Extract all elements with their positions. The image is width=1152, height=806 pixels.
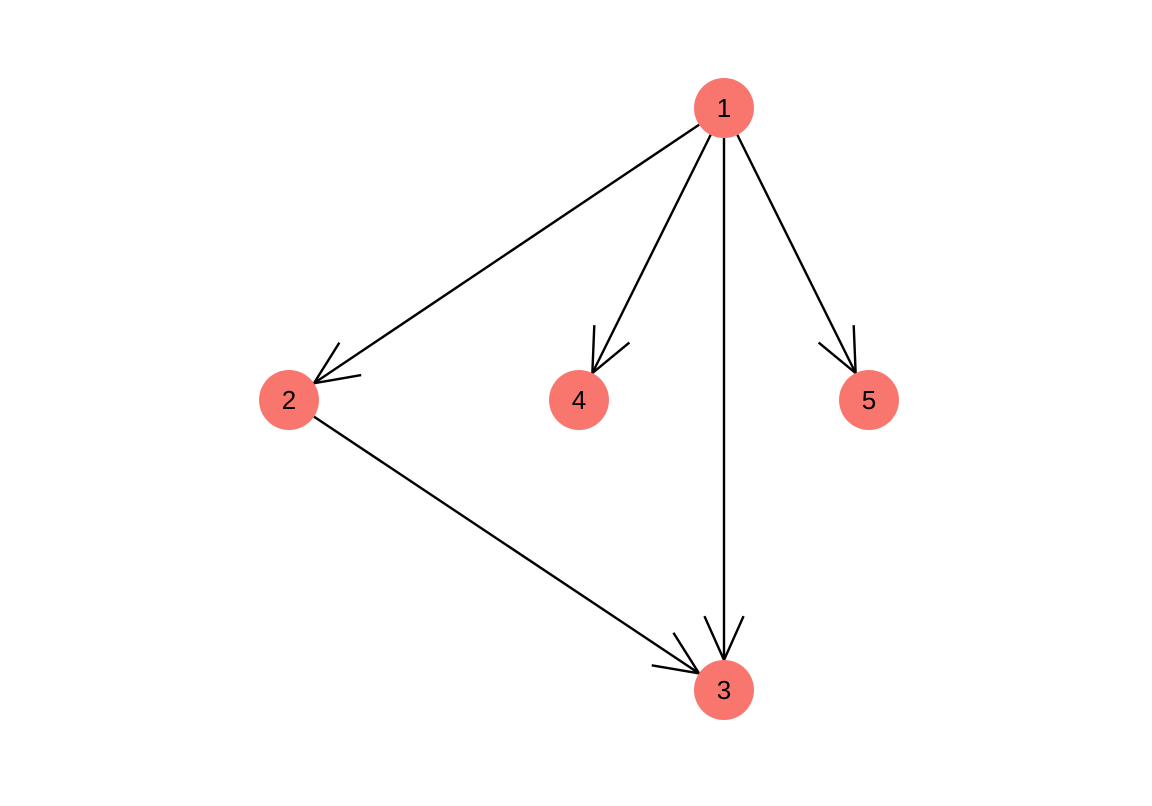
node-circle: [694, 78, 754, 138]
node-label: 1: [717, 93, 731, 123]
node-2: 2: [259, 370, 319, 430]
nodes-layer: 1 2 3 4 5: [259, 78, 899, 720]
arrowhead-icon: [591, 325, 631, 376]
node-label: 4: [572, 385, 586, 415]
edge-1-2: [311, 123, 700, 385]
node-circle: [259, 370, 319, 430]
arrowhead-icon: [311, 341, 362, 385]
node-circle: [549, 370, 609, 430]
edge-1-5: [736, 134, 857, 376]
arrowhead-icon: [817, 325, 857, 376]
edge-line: [736, 134, 857, 374]
node-label: 2: [282, 385, 296, 415]
node-circle: [839, 370, 899, 430]
node-label: 5: [862, 385, 876, 415]
edge-1-3: [703, 138, 745, 663]
edge-line: [313, 415, 700, 675]
edge-line: [591, 134, 712, 374]
node-3: 3: [694, 660, 754, 720]
node-5: 5: [839, 370, 899, 430]
node-circle: [694, 660, 754, 720]
edge-2-3: [313, 415, 702, 675]
node-label: 3: [717, 675, 731, 705]
edges-layer: [311, 123, 857, 675]
edge-1-4: [591, 134, 712, 376]
edge-line: [313, 123, 700, 385]
node-1: 1: [694, 78, 754, 138]
node-4: 4: [549, 370, 609, 430]
